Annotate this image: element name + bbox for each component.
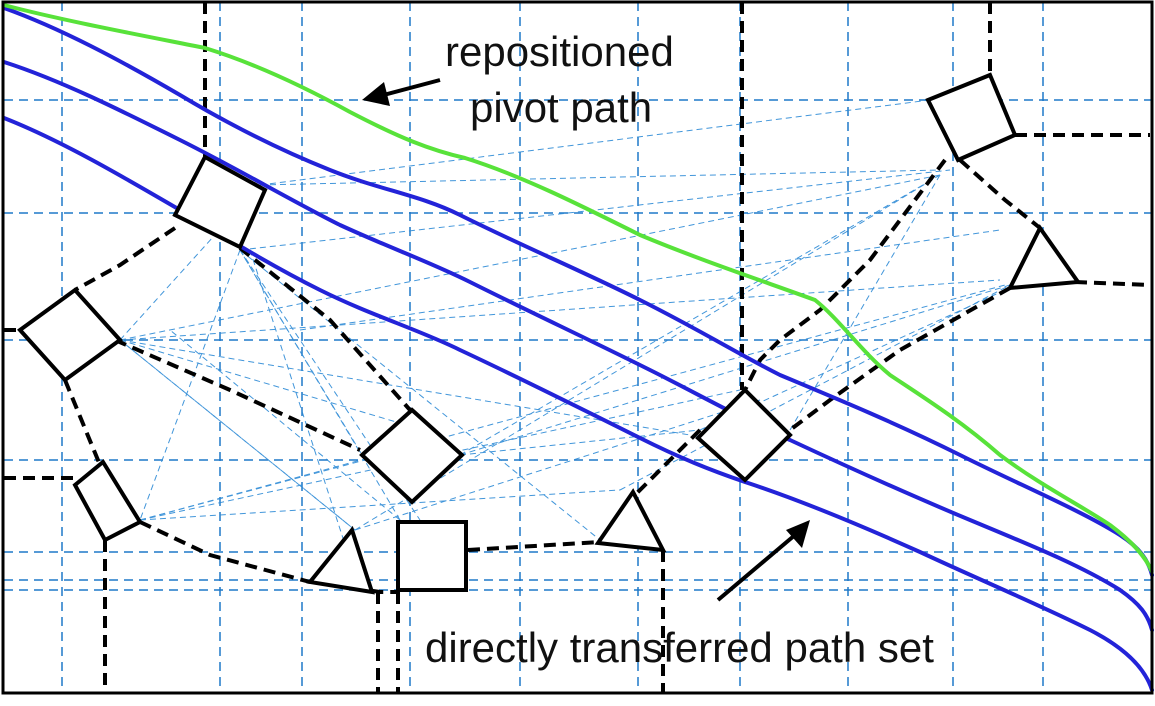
transferred-arrow-head — [786, 520, 810, 548]
pivot-label-line1: repositioned — [445, 28, 674, 75]
annotation-arrows — [362, 78, 810, 602]
triangle-node — [594, 488, 667, 553]
square-node — [17, 287, 123, 383]
pivot-label-line2: pivot path — [470, 84, 652, 131]
transferred-arrow-shaft — [716, 533, 797, 602]
square-node — [695, 387, 793, 483]
square-node — [172, 154, 268, 250]
square-node — [396, 520, 468, 592]
nodes — [17, 72, 1082, 595]
triangle-node — [306, 525, 375, 595]
pivot-arrow-head — [362, 82, 390, 106]
pivot-arrow-shaft — [379, 78, 441, 98]
square-node — [359, 407, 465, 505]
pivot-path — [3, 3, 1154, 573]
triangle-node — [1006, 224, 1082, 291]
square-node — [72, 459, 143, 543]
road-network — [4, 2, 1151, 692]
transferred-path-1 — [2, 6, 1154, 577]
square-node — [925, 72, 1018, 163]
grid — [4, 2, 1152, 692]
transferred-label: directly transferred path set — [425, 624, 934, 671]
transferred-path-2 — [2, 60, 1154, 632]
